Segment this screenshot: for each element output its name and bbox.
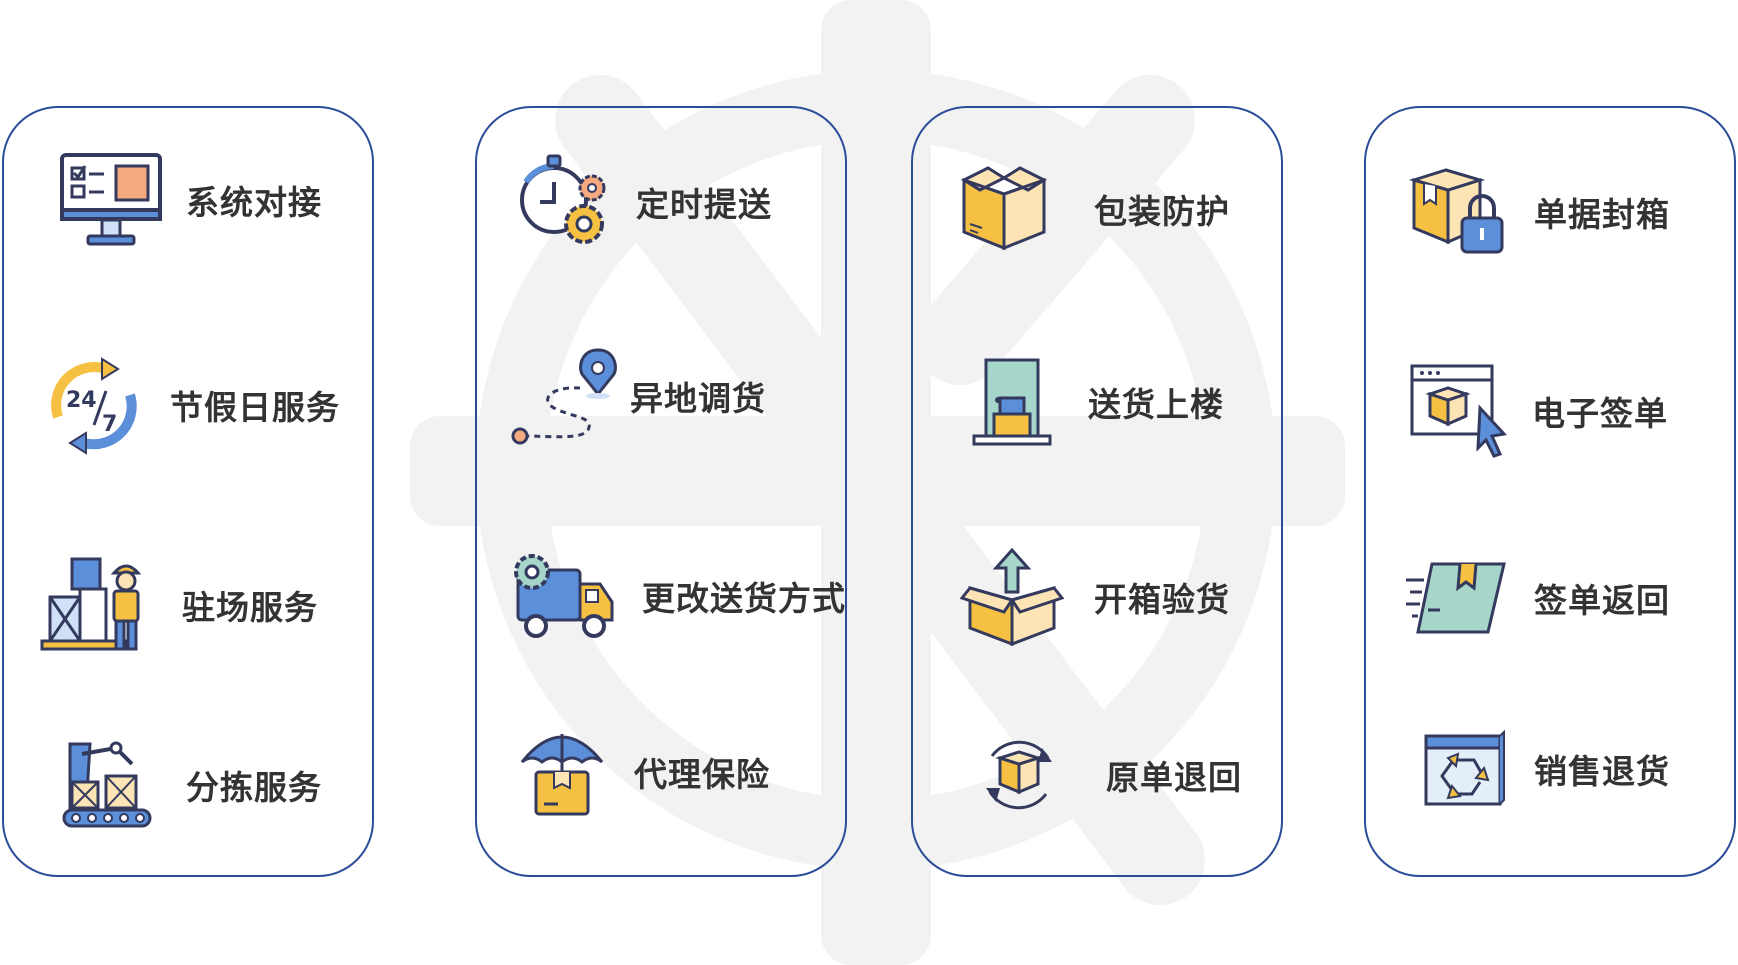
service-item-scheduled-delivery[interactable]: 定时提送 — [518, 152, 772, 252]
box-return-cycle-icon — [986, 740, 1052, 810]
service-item-system-integration[interactable]: 系统对接 — [58, 150, 322, 250]
service-label: 销售退货 — [1534, 752, 1670, 791]
service-label: 更改送货方式 — [642, 579, 846, 618]
service-label: 单据封箱 — [1534, 195, 1670, 234]
service-item-change-delivery-method[interactable]: 更改送货方式 — [508, 550, 846, 642]
service-label: 驻场服务 — [182, 588, 318, 627]
computer-checklist-icon — [60, 153, 162, 246]
service-label: 分拣服务 — [186, 768, 322, 807]
fast-ticket-icon — [1406, 562, 1506, 634]
door-package-icon — [972, 358, 1052, 446]
unbox-arrow-icon — [960, 548, 1064, 646]
service-panel-4 — [1364, 106, 1736, 877]
service-label: 送货上楼 — [1088, 385, 1224, 424]
service-item-upstairs-delivery[interactable]: 送货上楼 — [972, 356, 1224, 448]
service-item-onsite-service[interactable]: 驻场服务 — [40, 555, 318, 655]
service-item-packaging-protection[interactable]: 包装防护 — [958, 166, 1230, 252]
clock-gears-icon — [520, 154, 606, 244]
box-padlock-icon — [1408, 168, 1504, 254]
service-item-electronic-signature[interactable]: 电子签单 — [1408, 362, 1668, 460]
service-label: 异地调货 — [630, 379, 766, 418]
service-label: 签单返回 — [1534, 581, 1670, 620]
service-item-cross-region-transfer[interactable]: 异地调货 — [508, 346, 766, 446]
service-label: 电子签单 — [1532, 394, 1668, 433]
svg-text:7: 7 — [102, 412, 117, 437]
service-label: 原单退回 — [1106, 758, 1242, 797]
browser-box-cursor-icon — [1410, 364, 1507, 458]
service-item-holiday-service[interactable]: 24 7 节假日服务 — [44, 355, 340, 455]
service-label: 代理保险 — [634, 755, 770, 794]
service-item-signed-receipt-return[interactable]: 签单返回 — [1404, 560, 1670, 636]
open-box-icon — [960, 166, 1048, 251]
delivery-truck-gear-icon — [514, 554, 614, 638]
route-pin-icon — [511, 348, 617, 445]
service-item-open-box-inspection[interactable]: 开箱验货 — [960, 548, 1230, 646]
service-label: 开箱验货 — [1094, 580, 1230, 619]
service-label: 包装防护 — [1094, 192, 1230, 231]
warehouse-worker-icon — [40, 557, 142, 651]
service-label: 系统对接 — [186, 183, 322, 222]
service-label: 节假日服务 — [170, 388, 340, 427]
service-item-document-seal-box[interactable]: 单据封箱 — [1408, 168, 1670, 256]
service-item-agent-insurance[interactable]: 代理保险 — [516, 726, 770, 818]
service-item-sorting-service[interactable]: 分拣服务 — [62, 740, 322, 830]
service-item-original-document-return[interactable]: 原单退回 — [978, 734, 1242, 816]
24-7-cycle-icon: 24 7 — [51, 357, 137, 455]
service-panel-2 — [475, 106, 847, 877]
service-panel-1 — [2, 106, 374, 877]
service-label: 定时提送 — [636, 185, 772, 224]
umbrella-box-icon — [520, 734, 604, 816]
svg-text:24: 24 — [66, 388, 97, 413]
service-item-sales-return[interactable]: 销售退货 — [1422, 730, 1670, 808]
robotic-sorting-icon — [62, 741, 152, 828]
service-panel-3 — [911, 106, 1283, 877]
recycle-box-icon — [1424, 730, 1505, 806]
